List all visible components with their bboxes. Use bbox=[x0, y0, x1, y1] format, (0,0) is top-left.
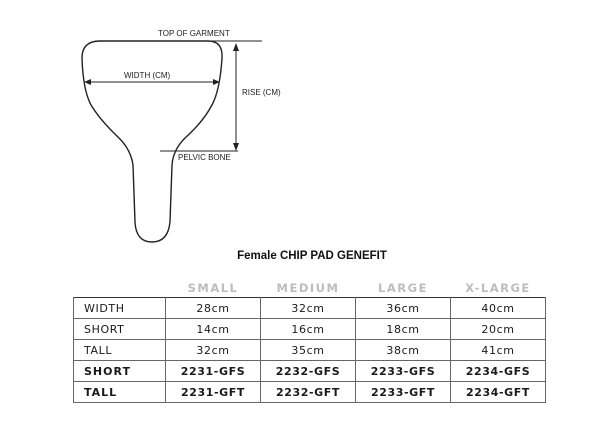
table-cell: 2232-GFS bbox=[260, 360, 356, 382]
table-cell: 2233-GFT bbox=[355, 381, 451, 403]
table-row: WIDTH 28cm 32cm 36cm 40cm bbox=[73, 297, 546, 319]
pelvic-bone-label: PELVIC BONE bbox=[178, 153, 231, 162]
header-medium: MEDIUM bbox=[276, 280, 340, 295]
rise-arrow-down-icon bbox=[233, 143, 239, 151]
row-label: TALL bbox=[73, 339, 166, 361]
table-cell: 38cm bbox=[355, 339, 451, 361]
table-row: TALL 2231-GFT 2232-GFT 2233-GFT 2234-GFT bbox=[73, 381, 546, 403]
row-label: WIDTH bbox=[73, 297, 166, 319]
pad-diagram: TOP OF GARMENT WIDTH (CM) RISE (CM) PELV… bbox=[81, 29, 281, 243]
table-cell: 2234-GFT bbox=[450, 381, 546, 403]
table-cell: 35cm bbox=[260, 339, 356, 361]
header-large: LARGE bbox=[378, 280, 428, 295]
table-row: SHORT 14cm 16cm 18cm 20cm bbox=[73, 318, 546, 340]
table-cell: 36cm bbox=[355, 297, 451, 319]
table-row: SHORT 2231-GFS 2232-GFS 2233-GFS 2234-GF… bbox=[73, 360, 546, 382]
header-row: SMALL MEDIUM LARGE X-LARGE bbox=[74, 278, 546, 298]
table-cell: 32cm bbox=[260, 297, 356, 319]
table-cell: 32cm bbox=[165, 339, 261, 361]
width-arrow-left-icon bbox=[84, 79, 91, 85]
header-corner bbox=[74, 278, 166, 298]
width-arrow-right-icon bbox=[213, 79, 220, 85]
row-label: SHORT bbox=[73, 318, 166, 340]
size-table: SMALL MEDIUM LARGE X-LARGE WIDTH 28cm 32… bbox=[73, 278, 546, 403]
rise-arrow-up-icon bbox=[233, 43, 239, 51]
table-cell: 18cm bbox=[355, 318, 451, 340]
table-row: TALL 32cm 35cm 38cm 41cm bbox=[73, 339, 546, 361]
header-x-large: X-LARGE bbox=[465, 280, 531, 295]
width-label: WIDTH (CM) bbox=[124, 71, 171, 80]
table-cell: 41cm bbox=[450, 339, 546, 361]
table-cell: 14cm bbox=[165, 318, 261, 340]
rise-label: RISE (CM) bbox=[242, 88, 281, 97]
header-small: SMALL bbox=[187, 280, 239, 295]
pad-outline bbox=[81, 40, 223, 243]
table-cell: 2233-GFS bbox=[355, 360, 451, 382]
table-cell: 2231-GFT bbox=[165, 381, 261, 403]
table-cell: 2231-GFS bbox=[165, 360, 261, 382]
table-cell: 40cm bbox=[450, 297, 546, 319]
row-label: TALL bbox=[73, 381, 166, 403]
table-title: Female CHIP PAD GENEFIT bbox=[237, 250, 387, 262]
table-cell: 2234-GFS bbox=[450, 360, 546, 382]
top-of-garment-label: TOP OF GARMENT bbox=[158, 29, 230, 38]
row-label: SHORT bbox=[73, 360, 166, 382]
table-cell: 28cm bbox=[165, 297, 261, 319]
table-cell: 16cm bbox=[260, 318, 356, 340]
table-cell: 2232-GFT bbox=[260, 381, 356, 403]
table-cell: 20cm bbox=[450, 318, 546, 340]
